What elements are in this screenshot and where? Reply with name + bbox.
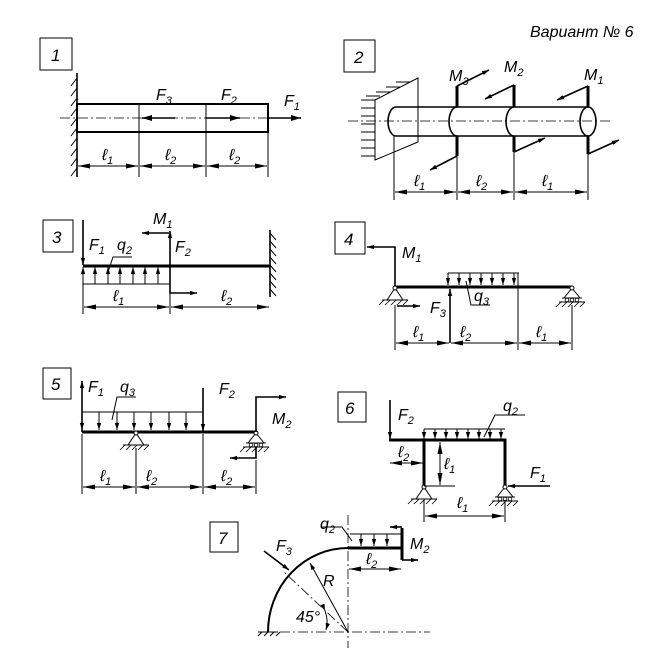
roller-support	[555, 285, 586, 308]
dim-label: ℓ2	[397, 444, 409, 464]
moment-M1	[556, 85, 620, 155]
label-F3: F3	[276, 538, 293, 558]
label-M2: M2	[504, 59, 523, 79]
problem-number: 7	[218, 529, 228, 548]
moment-M2-lower	[230, 447, 257, 461]
dim-label: ℓ1	[443, 456, 455, 476]
frame	[389, 438, 507, 486]
label-q3: q3	[120, 379, 136, 399]
label-M1: M1	[153, 211, 172, 231]
label-R: R	[323, 573, 335, 590]
dim-label: ℓ1	[101, 147, 113, 167]
moment-M2	[255, 394, 286, 432]
moment-M2	[484, 84, 546, 153]
label-M3: M3	[449, 68, 469, 88]
label-F1: F1	[530, 465, 546, 485]
problem-1: 1 F3 F2 F1 ℓ1 ℓ2 ℓ2	[39, 37, 301, 177]
label-F1: F1	[89, 237, 105, 257]
problem-number: 2	[353, 48, 364, 67]
label-angle: 45°	[296, 609, 321, 626]
problem-2: 2 M3 M2	[343, 39, 620, 200]
label-M2: M2	[410, 536, 429, 556]
problem-number: 3	[52, 228, 62, 247]
label-M2: M2	[272, 411, 291, 431]
moment-M1-lower	[169, 266, 197, 296]
problem-number-box	[39, 37, 73, 71]
distributed-load-q2	[421, 414, 525, 439]
label-F2: F2	[221, 87, 237, 107]
moment-M3	[429, 69, 490, 171]
label-q3: q3	[474, 288, 490, 308]
roller-support	[488, 484, 519, 507]
label-F2: F2	[398, 407, 414, 427]
dim-label: ℓ2	[145, 468, 157, 488]
label-F2: F2	[175, 239, 191, 259]
problem-4: 4 M1 F3 q3 ℓ1 ℓ2 ℓ1	[334, 221, 586, 350]
dim-label: ℓ2	[475, 173, 487, 193]
problem-number: 6	[345, 399, 355, 418]
problem-6: 6 F2 q2 F1 ℓ2 ℓ1 ℓ1	[337, 391, 550, 522]
shaft	[387, 106, 597, 137]
label-q2: q2	[503, 398, 518, 418]
dim-label: ℓ1	[413, 173, 425, 193]
distributed-load-q2	[322, 526, 402, 546]
dim-label: ℓ2	[220, 288, 232, 308]
dim-label: ℓ2	[459, 324, 471, 344]
label-F3: F3	[156, 87, 173, 107]
radius-arrow	[309, 562, 349, 633]
dim-label: ℓ1	[412, 324, 424, 344]
problem-number: 1	[51, 46, 60, 65]
curved-bar	[267, 547, 349, 633]
fixed-wall	[374, 77, 419, 161]
angle-arc	[320, 603, 330, 631]
problem-7: 7 q2 M2 F3 R 45° ℓ2	[209, 515, 430, 648]
dim-label: ℓ1	[112, 288, 124, 308]
dim-label: ℓ2	[228, 147, 240, 167]
pin-support	[378, 285, 409, 306]
moment-M1	[367, 244, 396, 287]
dim-label: ℓ1	[99, 468, 111, 488]
roller-support	[239, 430, 270, 453]
distributed-load-q2	[80, 256, 170, 285]
label-F3: F3	[430, 300, 447, 320]
dim-label: ℓ1	[456, 495, 468, 515]
dim-label: ℓ1	[535, 324, 547, 344]
fixed-ground	[257, 631, 281, 637]
pin-support	[119, 430, 150, 451]
force-arrow-F3	[263, 550, 290, 571]
dim-label: ℓ1	[541, 173, 553, 193]
problem-number: 4	[344, 230, 353, 249]
wall-hatch	[70, 77, 78, 177]
problem-number: 5	[51, 375, 61, 394]
label-M1: M1	[402, 245, 421, 265]
distributed-load-q3	[445, 272, 519, 306]
variant-title: Вариант № 6	[530, 24, 634, 41]
dim-label: ℓ2	[164, 147, 176, 167]
dim-label: ℓ2	[365, 551, 377, 571]
problem-5: 5 F1 q3 F2 M2 ℓ1 ℓ2 ℓ2	[42, 367, 291, 494]
label-M1: M1	[584, 67, 603, 87]
problem-3: 3 F1 q2 M1 F2 ℓ1 ℓ2	[42, 211, 277, 314]
wall-hatch	[361, 81, 410, 157]
pin-support	[407, 484, 438, 505]
dim-label: ℓ2	[220, 468, 232, 488]
label-F2: F2	[219, 381, 235, 401]
label-F1: F1	[88, 379, 104, 399]
label-q2: q2	[117, 237, 132, 257]
label-q2: q2	[320, 516, 335, 536]
label-F1: F1	[284, 93, 300, 113]
distributed-load-q3	[79, 396, 203, 430]
